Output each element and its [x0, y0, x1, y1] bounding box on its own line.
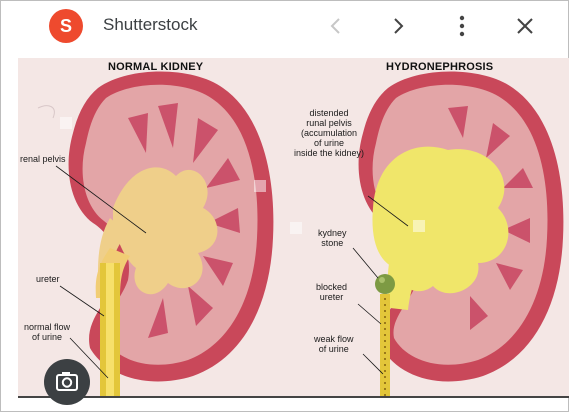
- forward-button[interactable]: [382, 10, 414, 42]
- more-vert-icon: [446, 10, 478, 42]
- preview-image[interactable]: NORMAL KIDNEY HYDRONEPHROSIS renal pelvi…: [18, 58, 569, 396]
- label-kidney-stone: kydney stone: [318, 228, 347, 248]
- image-bottom-edge: [18, 396, 569, 398]
- shutterstock-app-icon[interactable]: S: [49, 9, 83, 43]
- label-distended-pelvis: distended runal pelvis (accumulation of …: [294, 108, 364, 158]
- source-title[interactable]: Shutterstock: [103, 15, 198, 35]
- label-normal-flow: normal flow of urine: [24, 322, 70, 342]
- close-button[interactable]: [509, 10, 541, 42]
- viewer-header: S Shutterstock: [0, 0, 569, 56]
- chevron-right-icon: [382, 10, 414, 42]
- right-diagram-title: HYDRONEPHROSIS: [386, 61, 493, 73]
- more-options-button[interactable]: [446, 10, 478, 42]
- label-renal-pelvis: renal pelvis: [20, 154, 66, 164]
- lens-search-button[interactable]: [44, 359, 90, 405]
- chevron-left-icon: [320, 10, 352, 42]
- close-icon: [509, 10, 541, 42]
- label-weak-flow: weak flow of urine: [314, 334, 354, 354]
- lens-camera-icon: [44, 359, 90, 405]
- left-diagram-title: NORMAL KIDNEY: [108, 61, 203, 73]
- back-button[interactable]: [320, 10, 352, 42]
- label-ureter: ureter: [36, 274, 60, 284]
- label-blocked-ureter: blocked ureter: [316, 282, 347, 302]
- app-icon-glyph: S: [49, 9, 83, 43]
